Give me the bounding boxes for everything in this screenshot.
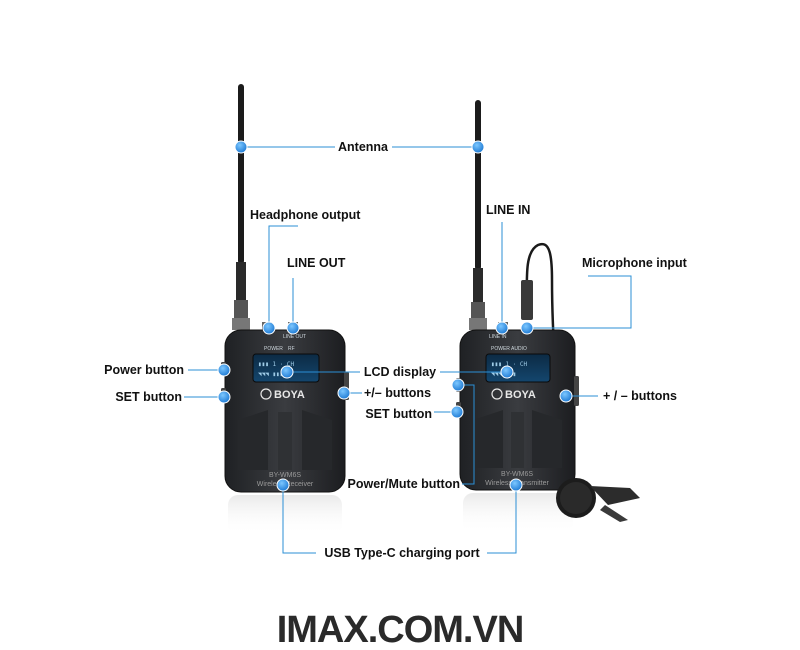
label-lcd-display: LCD display: [364, 365, 436, 379]
label-microphone-input: Microphone input: [582, 256, 688, 270]
callout-lines: [184, 146, 632, 554]
label-power-button: Power button: [104, 363, 184, 377]
receiver-logo-icon: [260, 388, 272, 400]
svg-text:▮▮▮ 1 · CH: ▮▮▮ 1 · CH: [491, 361, 528, 368]
transmitter-line-in-label: LINE IN: [489, 334, 507, 340]
label-set-button-right: SET button: [365, 407, 432, 421]
transmitter-brand: BOYA: [505, 389, 536, 401]
svg-text:◥◥◥ ▮▮▮: ◥◥◥ ▮▮▮: [258, 371, 283, 378]
transmitter-model: BY-WM6S: [501, 471, 533, 478]
lavalier-microphone: [556, 478, 640, 522]
label-usb-c-port: USB Type-C charging port: [324, 546, 480, 560]
svg-text:▮▮▮ 1 · CH: ▮▮▮ 1 · CH: [258, 361, 295, 368]
transmitter-logo-icon: [491, 388, 503, 400]
transmitter-power-label: POWER: [491, 346, 510, 352]
label-headphone-output: Headphone output: [250, 208, 361, 222]
callout-dots: [217, 140, 573, 492]
label-line-in: LINE IN: [486, 203, 530, 217]
label-plus-minus-right: + / – buttons: [603, 389, 677, 403]
receiver-power-label: POWER: [264, 346, 283, 352]
callout-labels: Antenna Headphone output LINE OUT LINE I…: [104, 140, 688, 560]
watermark: IMAX.COM.VN: [277, 609, 524, 650]
label-plus-minus-left: +/– buttons: [364, 386, 431, 400]
receiver-rf-label: RF: [288, 346, 295, 352]
receiver-brand: BOYA: [274, 389, 305, 401]
label-set-button-left: SET button: [115, 390, 182, 404]
transmitter-audio-label: AUDIO: [511, 346, 527, 352]
transmitter-plus-minus-buttons[interactable]: [574, 376, 579, 406]
transmitter-antenna: [475, 100, 481, 270]
receiver-line-out-label: LINE OUT: [283, 334, 306, 340]
label-power-mute-button: Power/Mute button: [348, 477, 461, 491]
label-antenna: Antenna: [338, 140, 389, 154]
label-line-out: LINE OUT: [287, 256, 346, 270]
transmitter-device: POWER AUDIO LINE IN ▮▮▮ 1 · CH ◥◥◥ ▮▮▮ B…: [456, 100, 593, 533]
receiver-model: BY-WM6S: [269, 472, 301, 479]
receiver-antenna: [238, 84, 244, 264]
